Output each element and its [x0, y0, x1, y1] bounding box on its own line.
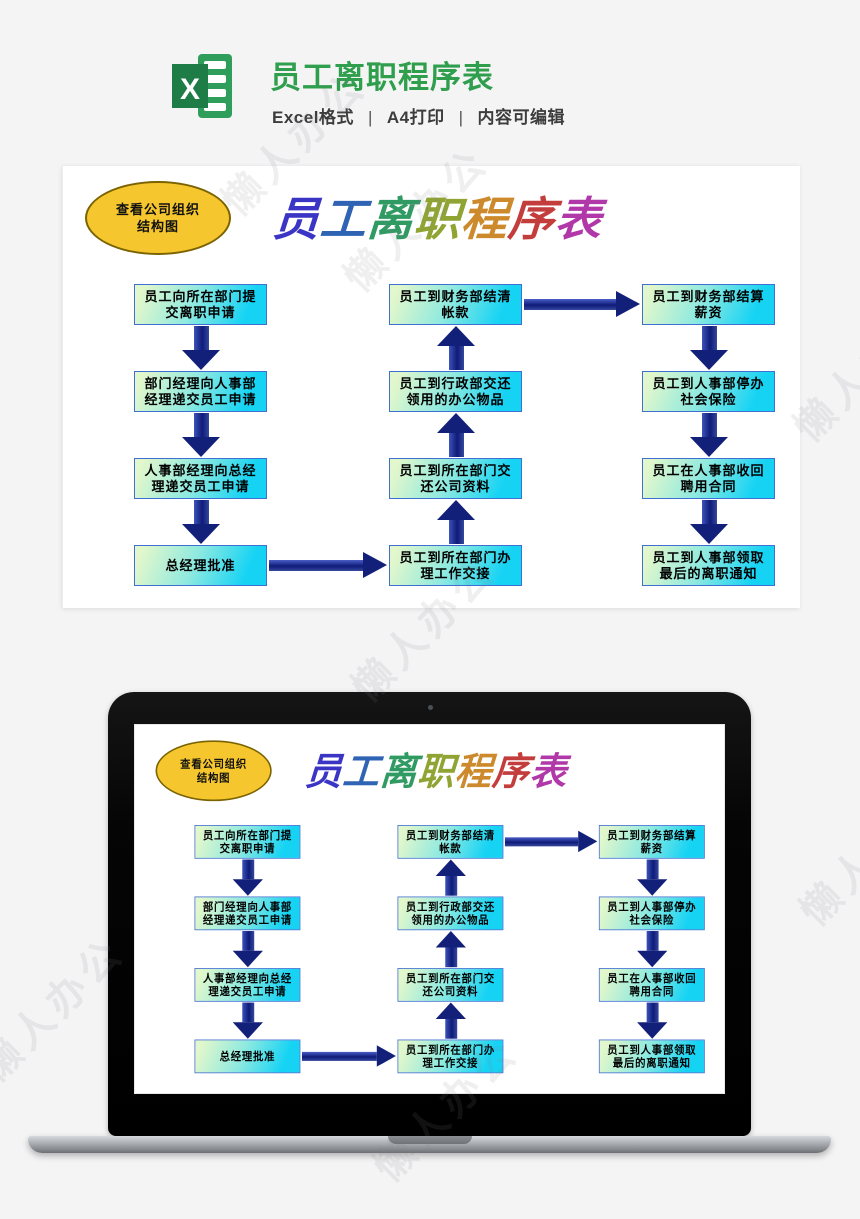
excel-icon: X: [172, 54, 232, 118]
step-box: 员工到所在部门交还公司资料: [389, 458, 522, 499]
step-box: 员工到所在部门交还公司资料: [397, 968, 504, 1002]
step-box: 员工到人事部停办社会保险: [642, 371, 775, 412]
wordart-title: 员工离职程序表: [283, 738, 590, 800]
svg-text:X: X: [180, 73, 200, 106]
arrow-down-icon: [690, 413, 728, 457]
arrow-up-icon: [437, 413, 475, 457]
feature-format: Excel格式: [272, 108, 354, 127]
wordart-char: 程: [459, 192, 511, 246]
wordart-char: 序: [506, 192, 558, 246]
step-box: 员工到财务部结清帐款: [397, 824, 504, 859]
arrow-down-icon: [232, 859, 263, 896]
arrow-right-icon: [504, 830, 598, 853]
arrow-right-icon: [269, 552, 387, 578]
arrow-down-icon: [690, 500, 728, 544]
wordart-char: 员: [303, 749, 345, 794]
arrow-down-icon: [637, 1002, 668, 1039]
watermark: 懒人办公: [366, 1029, 528, 1191]
feature-print: A4打印: [386, 108, 445, 127]
step-box: 员工到所在部门办理工作交接: [389, 545, 522, 586]
step-box: 员工到人事部停办社会保险: [598, 896, 705, 931]
step-box: 人事部经理向总经理递交员工申请: [134, 458, 267, 499]
laptop-base: [28, 1136, 831, 1153]
arrow-down-icon: [182, 326, 220, 370]
laptop-lid: 查看公司组织 结构图 员工离职程序表 员工向所在部门提交离职申请 部门经理向人事…: [108, 692, 751, 1136]
watermark: 懒人办公: [0, 929, 134, 1091]
step-box: 员工向所在部门提交离职申请: [134, 284, 267, 325]
page-header: X 员工离职程序表 Excel格式 | A4打印 | 内容可编辑: [0, 0, 860, 150]
wordart-char: 程: [453, 749, 494, 794]
wordart-char: 离: [378, 749, 420, 794]
step-box: 员工向所在部门提交离职申请: [194, 824, 301, 859]
wordart-char: 序: [490, 749, 532, 794]
arrow-up-icon: [437, 500, 475, 544]
arrow-up-icon: [435, 931, 466, 968]
step-box: 总经理批准: [194, 1039, 301, 1074]
arrow-up-icon: [437, 326, 475, 370]
arrow-down-icon: [637, 931, 668, 968]
separator: |: [367, 108, 373, 127]
arrow-right-icon: [301, 1045, 396, 1067]
arrow-down-icon: [637, 859, 668, 896]
step-box: 部门经理向人事部经理递交员工申请: [194, 896, 301, 931]
feature-editable: 内容可编辑: [477, 108, 566, 127]
flowchart-preview-card: 查看公司组织 结构图 员工离职程序表 员工向所在部门提交离职申请 部门经理向人事…: [62, 165, 800, 608]
arrow-down-icon: [232, 931, 263, 968]
resignation-flowchart: 查看公司组织 结构图 员工离职程序表 员工向所在部门提交离职申请 部门经理向人事…: [138, 728, 724, 1092]
step-box: 员工到人事部领取最后的离职通知: [598, 1039, 705, 1074]
org-chart-badge-label: 查看公司组织 结构图: [115, 202, 200, 234]
step-box: 员工到财务部结算薪资: [642, 284, 775, 325]
org-chart-badge[interactable]: 查看公司组织 结构图: [85, 181, 231, 255]
arrow-right-icon: [524, 291, 640, 317]
arrow-up-icon: [435, 859, 466, 896]
wordart-char: 工: [318, 192, 370, 246]
step-box: 员工到人事部领取最后的离职通知: [642, 545, 775, 586]
wordart-title: 员工离职程序表: [245, 178, 630, 254]
arrow-down-icon: [690, 326, 728, 370]
step-box: 员工在人事部收回聘用合同: [598, 968, 705, 1002]
wordart-char: 工: [341, 749, 382, 794]
flowchart-slot: 查看公司组织 结构图 员工离职程序表 员工向所在部门提交离职申请 部门经理向人事…: [138, 728, 724, 1092]
arrow-down-icon: [182, 413, 220, 457]
wordart-char: 员: [271, 192, 323, 246]
wordart-char: 职: [412, 192, 464, 246]
wordart-char: 表: [528, 749, 569, 794]
arrow-up-icon: [435, 1002, 466, 1039]
step-box: 员工到财务部结清帐款: [389, 284, 522, 325]
step-box: 员工到行政部交还领用的办公物品: [389, 371, 522, 412]
step-box: 人事部经理向总经理递交员工申请: [194, 968, 301, 1002]
laptop-screen: 查看公司组织 结构图 员工离职程序表 员工向所在部门提交离职申请 部门经理向人事…: [134, 724, 725, 1094]
webcam-dot-icon: [427, 705, 433, 710]
page-subtitle: Excel格式 | A4打印 | 内容可编辑: [272, 103, 752, 128]
resignation-flowchart: 查看公司组织 结构图 员工离职程序表 员工向所在部门提交离职申请 部门经理向人事…: [63, 166, 800, 608]
laptop-base-notch: [387, 1136, 472, 1144]
step-box: 员工在人事部收回聘用合同: [642, 458, 775, 499]
wordart-char: 离: [365, 192, 417, 246]
step-box: 员工到财务部结算薪资: [598, 824, 705, 859]
step-box: 总经理批准: [134, 545, 267, 586]
watermark: 懒人办公: [792, 773, 860, 935]
step-box: 部门经理向人事部经理递交员工申请: [134, 371, 267, 412]
step-box: 员工到行政部交还领用的办公物品: [397, 896, 504, 931]
org-chart-badge[interactable]: 查看公司组织 结构图: [155, 740, 272, 802]
wordart-char: 职: [416, 749, 457, 794]
wordart-char: 表: [553, 192, 605, 246]
page-title: 员工离职程序表: [270, 60, 494, 95]
arrow-down-icon: [182, 500, 220, 544]
step-box: 员工到所在部门办理工作交接: [397, 1039, 504, 1074]
arrow-down-icon: [232, 1002, 263, 1039]
separator: |: [458, 108, 464, 127]
org-chart-badge-label: 查看公司组织 结构图: [180, 757, 248, 784]
